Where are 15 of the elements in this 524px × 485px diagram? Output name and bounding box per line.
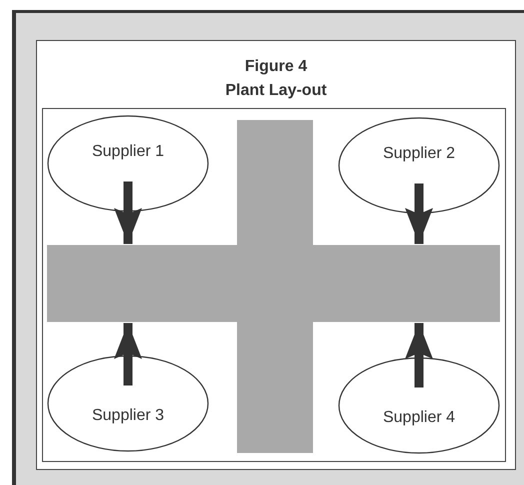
- supplier-ellipse: [338, 117, 500, 214]
- arrow: [114, 323, 142, 386]
- arrow: [114, 182, 142, 244]
- plant-bar: [47, 245, 500, 322]
- supplier-ellipse: [338, 357, 500, 454]
- supplier-label: Supplier 3: [92, 406, 164, 424]
- supplier-label: Supplier 2: [382, 144, 456, 162]
- supplier-label: Supplier 1: [92, 142, 164, 160]
- supplier-label: Supplier 4: [382, 408, 456, 426]
- arrow: [405, 323, 433, 388]
- supplier-ellipse: [47, 355, 209, 452]
- figure-subtitle: Plant Lay-out: [224, 82, 328, 100]
- figure-title: Figure 4: [244, 58, 308, 76]
- arrow: [405, 184, 433, 244]
- supplier-ellipse: [47, 115, 209, 212]
